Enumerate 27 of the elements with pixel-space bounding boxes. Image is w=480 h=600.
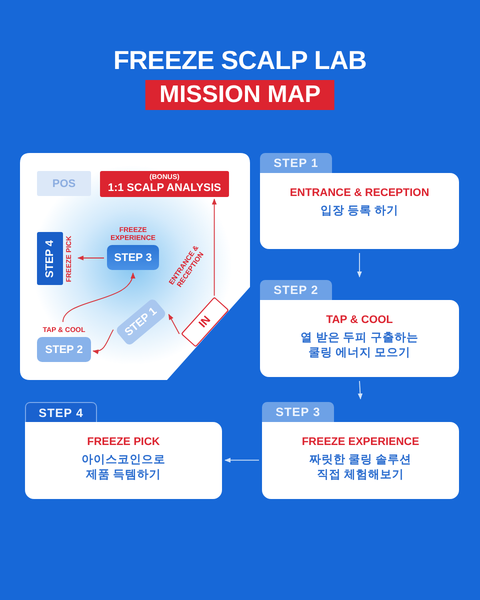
step-box: STEP 3 (107, 245, 159, 270)
card-description: 짜릿한 쿨링 솔루션 직접 체험해보기 (308, 453, 413, 483)
arrow (358, 380, 363, 400)
step-tab: STEP 3 (262, 402, 334, 422)
arrow (78, 256, 104, 260)
arrow (212, 198, 217, 296)
step-box: STEP 2 (37, 337, 91, 362)
map-panel (20, 153, 250, 380)
card-description: 아이스코인으로 제품 득템하기 (80, 453, 166, 483)
arrow (224, 458, 260, 463)
arrow (62, 272, 134, 322)
arrow (357, 252, 362, 278)
arrow (92, 329, 114, 354)
step-box: STEP 4 (37, 232, 63, 285)
zone-box: POS (37, 171, 91, 196)
card-title: TAP & COOL (326, 313, 393, 327)
card-title: FREEZE PICK (87, 435, 160, 449)
title: FREEZE SCALP LAB (113, 46, 367, 74)
title-banner: MISSION MAP (145, 80, 335, 110)
card-title: ENTRANCE & RECEPTION (290, 186, 430, 200)
card-description: 입장 등록 하기 (320, 204, 399, 219)
step-tab: STEP 1 (260, 153, 332, 173)
step-tab: STEP 2 (260, 280, 332, 300)
card-description: 열 받은 두피 구출하는 쿨링 에너지 모으기 (300, 331, 420, 361)
step-tab: STEP 4 (25, 402, 97, 422)
arrow (168, 314, 180, 334)
card-title: FREEZE EXPERIENCE (302, 435, 420, 449)
